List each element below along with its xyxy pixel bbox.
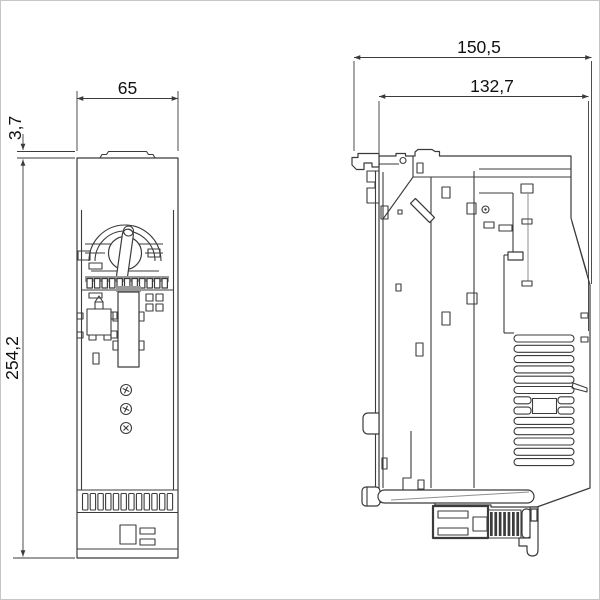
side-louvers	[513, 334, 575, 467]
auxiliary-switch	[76, 292, 118, 365]
fuse-carrier	[112, 286, 164, 368]
front-view	[76, 150, 179, 559]
base-rail	[361, 486, 535, 507]
mounting-foot	[518, 506, 539, 557]
top-tab	[99, 150, 156, 159]
dimension-annotations: 65 3,7 254,2 150,5 132,7	[2, 37, 592, 559]
handle-pivot	[122, 225, 135, 237]
dim-label-overall-depth: 150,5	[457, 37, 501, 57]
dim-side-overall-depth: 150,5	[353, 37, 592, 284]
dim-label-tab-height: 3,7	[5, 116, 25, 140]
dim-label-width: 65	[118, 78, 137, 98]
side-clip	[362, 412, 380, 435]
screw-icon	[119, 383, 133, 397]
din-rail-clamp	[431, 504, 532, 540]
screw-icon	[119, 402, 133, 416]
din-rail-claw	[351, 152, 380, 204]
vent-grille	[77, 489, 178, 514]
louver-label-plate	[531, 397, 558, 415]
dim-label-body-depth: 132,7	[470, 76, 514, 96]
ratchet-strip	[85, 276, 169, 289]
side-body	[370, 148, 591, 508]
side-view	[351, 148, 591, 557]
trip-lever	[409, 197, 436, 224]
rotary-handle	[77, 224, 163, 282]
dim-side-body-depth: 132,7	[378, 76, 589, 331]
screw-icon	[481, 205, 490, 214]
terminal-screws	[119, 383, 133, 435]
dim-front-height: 254,2	[2, 159, 75, 559]
dim-front-width: 65	[76, 78, 179, 151]
bottom-terminal	[77, 524, 178, 550]
dim-label-height: 254,2	[2, 336, 22, 380]
screw-icon	[119, 421, 133, 435]
side-internal-panels	[362, 171, 589, 490]
dim-front-tab-height: 3,7	[5, 116, 75, 159]
